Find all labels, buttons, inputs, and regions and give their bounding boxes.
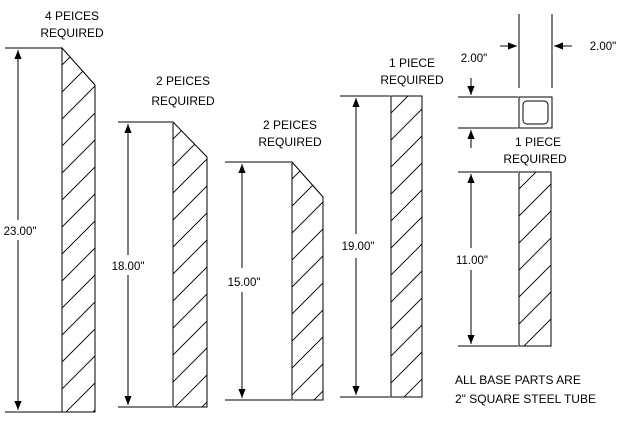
part-2-group: 2 PEICES REQUIRED 18.00" — [112, 74, 215, 408]
hatch-line — [523, 318, 551, 346]
hatch-line — [403, 378, 422, 397]
hatch-line — [391, 406, 422, 433]
hatch-line — [391, 189, 422, 222]
part-3-shape — [291, 160, 324, 401]
hatch-line — [391, 108, 422, 141]
hatch-line — [391, 324, 422, 357]
part-4-qty: 1 PIECE — [389, 56, 435, 70]
part-4-group: 1 PIECE REQUIRED 19.00" — [340, 56, 444, 433]
hatch-line — [62, 247, 95, 282]
hatch-line — [292, 309, 323, 342]
hatch-line — [292, 255, 323, 288]
part-2-qty: 2 PEICES — [156, 74, 210, 88]
tube-section-group: 2.00" 2.00" — [458, 14, 616, 148]
part-1-hatch — [62, 48, 95, 412]
part-1-qty: 4 PEICES — [45, 9, 99, 23]
hatch-line — [62, 58, 95, 93]
part-4-shape — [390, 95, 423, 398]
tube-inner — [522, 100, 549, 125]
hatch-line — [391, 351, 422, 384]
tube-width-label: 2.00" — [590, 41, 616, 53]
hatch-line — [62, 193, 95, 228]
part-1-required: REQUIRED — [40, 26, 104, 40]
hatch-line — [173, 131, 207, 167]
hatch-line — [391, 96, 409, 114]
part-2-length: 18.00" — [112, 261, 145, 273]
hatch-line — [391, 270, 422, 303]
hatch-line — [173, 320, 207, 356]
hatch-line — [173, 374, 207, 407]
hatch-line — [519, 291, 551, 325]
tube-outer — [518, 96, 553, 129]
hatch-line — [391, 297, 422, 330]
note-line-2: 2" SQUARE STEEL TUBE — [455, 392, 596, 406]
hatch-line — [292, 282, 323, 315]
hatch-line — [292, 228, 323, 261]
hatch-line — [62, 220, 95, 255]
part-3-required: REQUIRED — [258, 135, 322, 149]
hatch-line — [519, 172, 537, 190]
hatch-line — [391, 216, 422, 249]
hatch-line — [62, 409, 95, 412]
hatch-line — [292, 201, 323, 234]
hatch-line — [62, 355, 95, 390]
hatch-line — [173, 266, 207, 302]
note-line-1: ALL BASE PARTS ARE — [455, 373, 581, 387]
hatch-line — [62, 301, 95, 336]
part-1-length: 23.00" — [4, 226, 37, 238]
part-5-length: 11.00" — [456, 255, 488, 267]
part-1-group: 4 PEICES REQUIRED 23.00" — [4, 9, 104, 413]
part-4-required: REQUIRED — [380, 73, 444, 87]
hatch-line — [519, 183, 551, 217]
tube-height-label: 2.00" — [461, 53, 487, 65]
hatch-line — [519, 237, 551, 271]
hatch-line — [173, 185, 207, 221]
hatch-line — [292, 336, 323, 369]
hatch-line — [519, 264, 551, 298]
part-2-hatch — [173, 122, 207, 407]
note-group: ALL BASE PARTS ARE 2" SQUARE STEEL TUBE — [455, 373, 596, 406]
part-2-shape — [172, 120, 208, 408]
hatch-line — [62, 85, 95, 120]
hatch-line — [292, 162, 323, 180]
part-5-required: REQUIRED — [503, 152, 567, 166]
hatch-line — [519, 210, 551, 244]
hatch-line — [173, 212, 207, 248]
part-2-required: REQUIRED — [151, 94, 215, 108]
hatch-line — [62, 166, 95, 201]
hatch-line — [391, 243, 422, 276]
hatch-line — [173, 158, 207, 194]
part-3-hatch — [292, 162, 323, 400]
hatch-line — [391, 162, 422, 195]
part-4-length: 19.00" — [342, 241, 375, 253]
part-5-shape — [518, 171, 552, 347]
hatch-line — [62, 328, 95, 363]
part-3-length: 15.00" — [228, 277, 261, 289]
part-1-shape — [61, 46, 96, 413]
hatch-line — [292, 390, 323, 400]
hatch-line — [391, 135, 422, 168]
part-5-qty: 1 PIECE — [515, 135, 561, 149]
hatch-line — [62, 139, 95, 174]
hatch-line — [173, 293, 207, 329]
hatch-line — [173, 239, 207, 275]
part-3-group: 2 PEICES REQUIRED 15.00" — [225, 118, 324, 401]
hatch-line — [292, 363, 323, 396]
hatch-line — [62, 112, 95, 147]
hatch-line — [173, 347, 207, 383]
hatch-line — [62, 274, 95, 309]
part-4-hatch — [391, 96, 422, 433]
hatch-line — [173, 122, 207, 140]
hatch-line — [62, 382, 95, 412]
part-3-qty: 2 PEICES — [263, 118, 317, 132]
part-5-hatch — [519, 172, 551, 346]
part-5-group: 1 PIECE REQUIRED 11.00" — [456, 135, 567, 347]
